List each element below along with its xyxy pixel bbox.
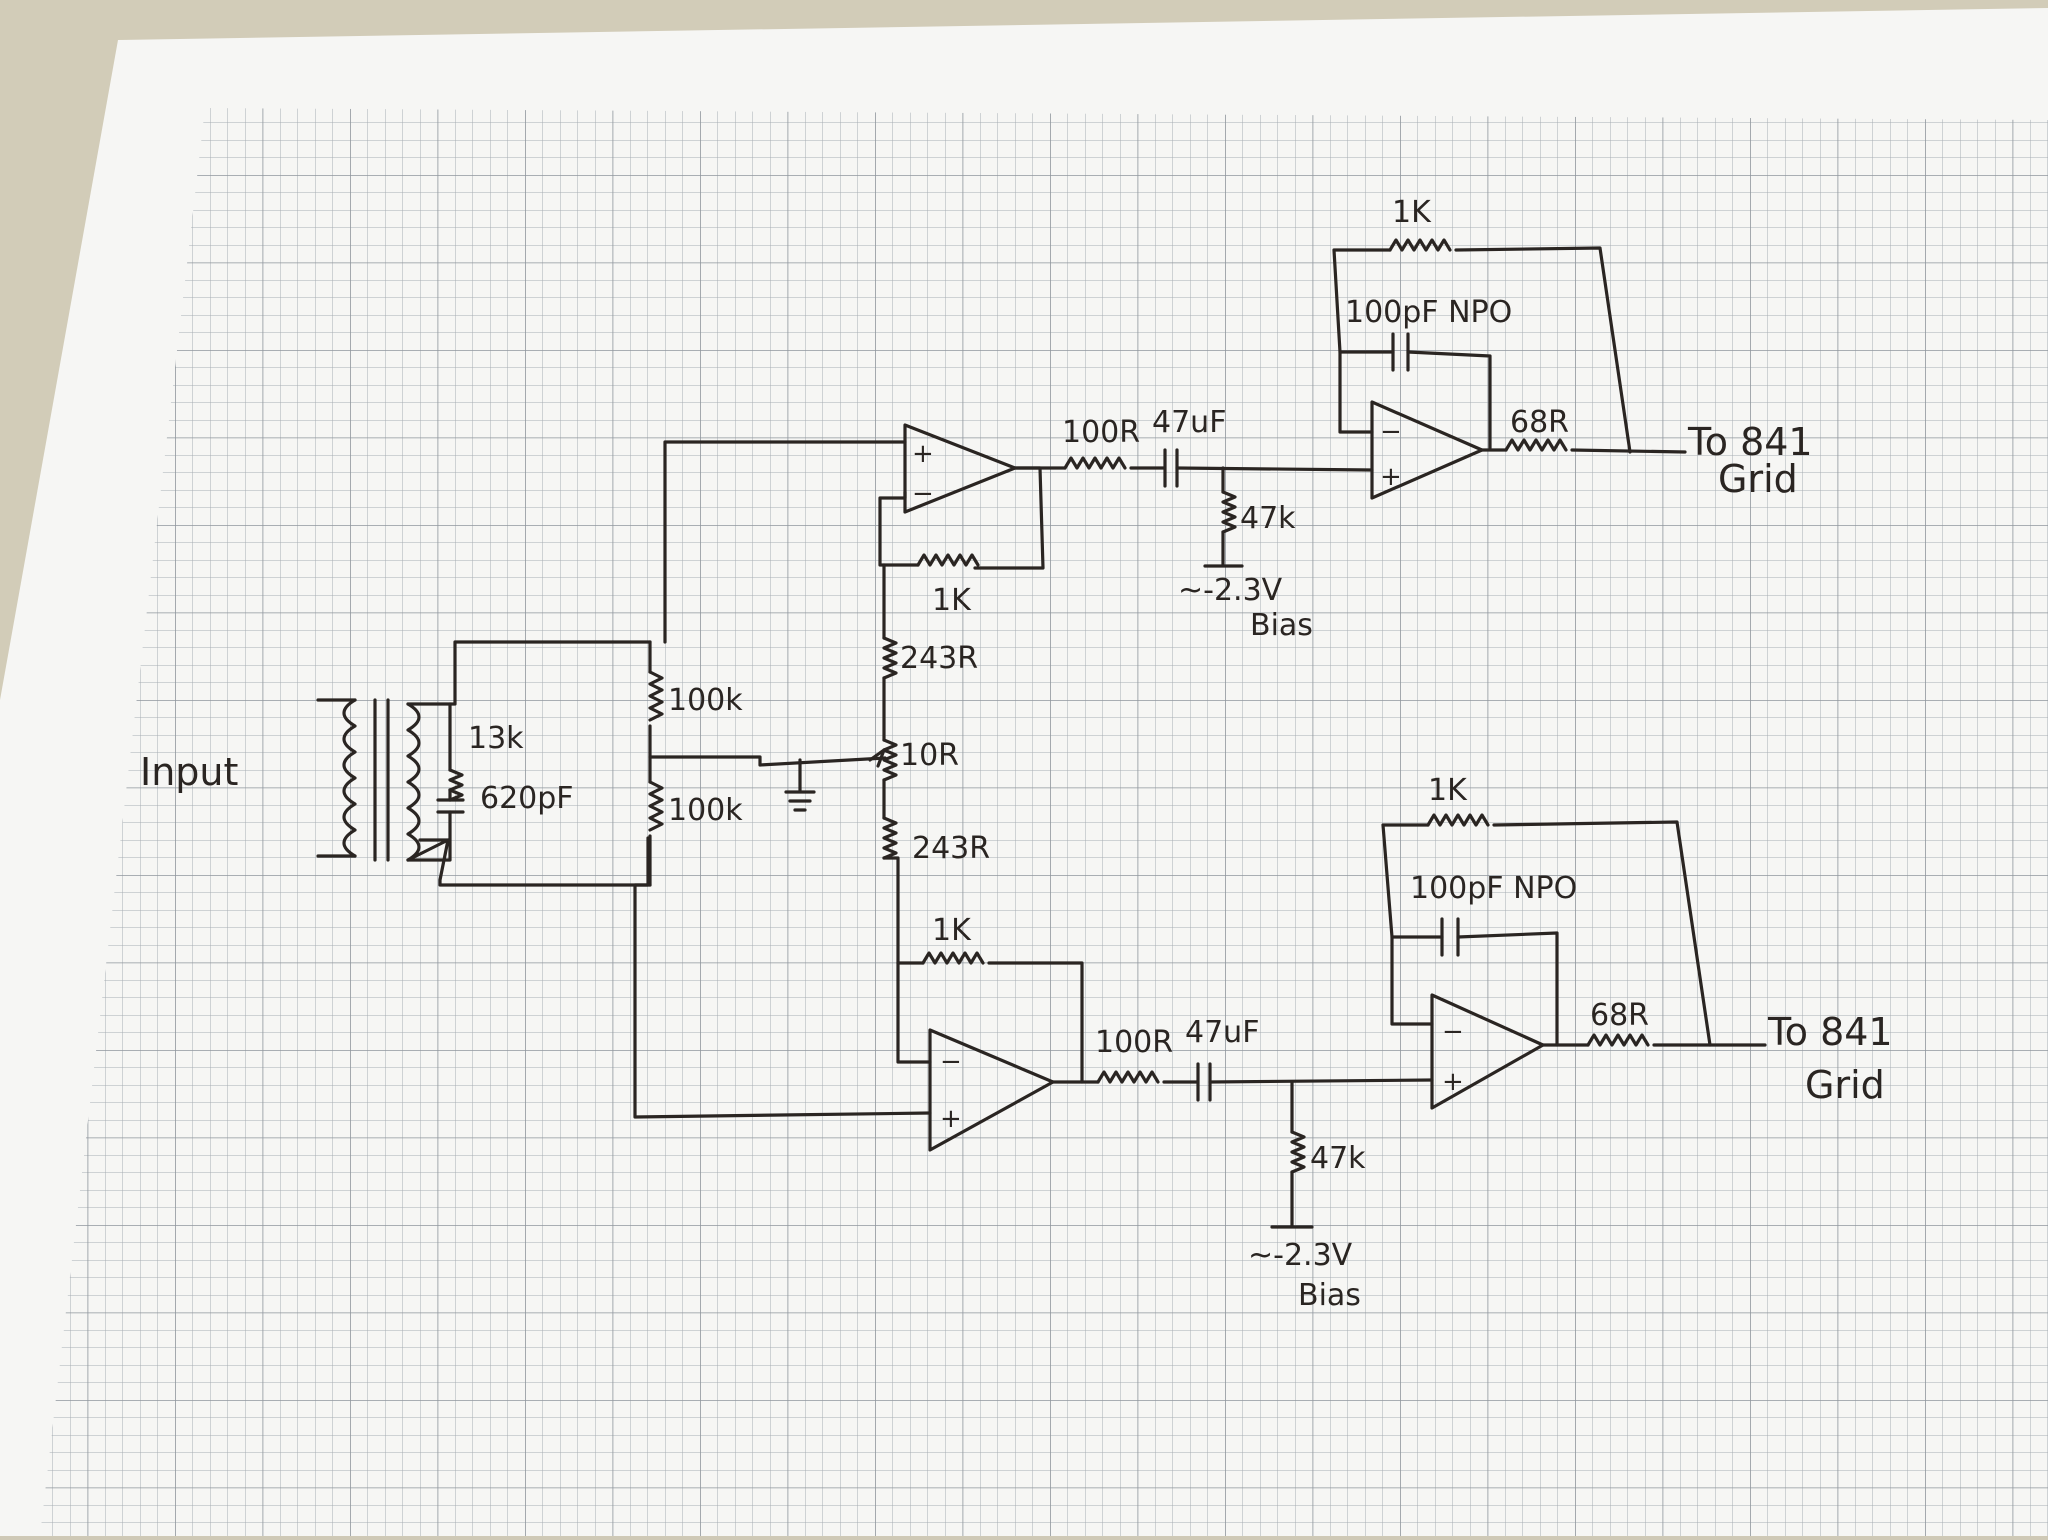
wire-secondary-bottom — [406, 836, 650, 887]
wire-output-top — [1570, 448, 1687, 454]
resistor-100r-bottom — [1096, 1070, 1160, 1084]
label-47k-top: 47k — [1240, 501, 1296, 536]
label-1k-buf-top: 1K — [1392, 195, 1432, 230]
input-transformer — [316, 698, 421, 862]
wire-divider-mid — [648, 755, 887, 767]
resistor-100r-top — [1063, 456, 1127, 470]
resistor-13k — [448, 768, 464, 802]
opamp-bottom-driver-minus: − — [940, 1047, 962, 1077]
resistor-1k-fb-top — [916, 553, 980, 567]
opamp-top-driver-plus: + — [912, 439, 934, 469]
label-100k-bottom: 100k — [668, 793, 743, 828]
opamp-top-buffer-plus: + — [1380, 462, 1402, 492]
label-input: Input — [140, 750, 238, 794]
resistor-68r-top — [1504, 438, 1568, 452]
resistor-1k-fb-bottom — [921, 951, 985, 965]
label-47uf-top: 47uF — [1152, 405, 1226, 440]
label-1k-fb-top: 1K — [932, 583, 972, 618]
opamp-top-driver — [903, 423, 1017, 514]
potentiometer-10r — [882, 738, 898, 782]
ground-symbol — [784, 758, 816, 812]
opamp-bottom-buffer-plus: + — [1442, 1067, 1464, 1097]
resistor-243r-top — [882, 636, 898, 680]
resistor-100k-bottom — [648, 780, 664, 832]
label-bias-voltage-top: ~-2.3V — [1178, 573, 1283, 608]
label-output-top-1: To 841 — [1687, 420, 1813, 464]
label-1k-buf-bottom: 1K — [1428, 773, 1468, 808]
label-bias-voltage-bottom: ~-2.3V — [1248, 1238, 1353, 1273]
label-1k-fb-bottom: 1K — [932, 913, 972, 948]
label-bias-bottom: Bias — [1298, 1278, 1361, 1313]
resistor-100k-top — [648, 670, 664, 722]
resistor-47k-bottom — [1290, 1130, 1306, 1174]
label-output-top-2: Grid — [1718, 457, 1798, 501]
resistor-1k-buf-bottom — [1426, 813, 1490, 827]
wire-rail-top — [663, 440, 907, 644]
graph-paper-grid — [40, 108, 2048, 1536]
label-47uf-bottom: 47uF — [1185, 1015, 1259, 1050]
label-10r: 10R — [900, 738, 959, 773]
label-output-bottom-2: Grid — [1805, 1063, 1885, 1107]
label-output-bottom-1: To 841 — [1767, 1010, 1893, 1054]
wire-rail-bottom — [633, 883, 932, 1119]
opamp-bottom-buffer — [1430, 993, 1545, 1110]
opamp-top-buffer — [1370, 400, 1484, 500]
label-620pf: 620pF — [480, 781, 574, 816]
label-100pf-top: 100pF NPO — [1345, 295, 1512, 330]
resistor-47k-top — [1221, 490, 1237, 534]
resistor-68r-bottom — [1586, 1033, 1650, 1047]
opamp-top-driver-minus: − — [912, 479, 934, 509]
opamp-bottom-buffer-minus: − — [1442, 1017, 1464, 1047]
resistor-1k-buf-top — [1388, 238, 1452, 252]
label-bias-top: Bias — [1250, 608, 1313, 643]
label-68r-bottom: 68R — [1590, 998, 1649, 1033]
label-100k-top: 100k — [668, 683, 743, 718]
label-100r-bottom: 100R — [1095, 1025, 1173, 1060]
opamp-bottom-driver-plus: + — [940, 1104, 962, 1134]
label-243r-top: 243R — [900, 641, 978, 676]
label-68r-top: 68R — [1510, 405, 1569, 440]
label-13k: 13k — [468, 721, 524, 756]
label-47k-bottom: 47k — [1310, 1141, 1366, 1176]
label-100pf-bottom: 100pF NPO — [1410, 871, 1577, 906]
resistor-243r-bottom — [882, 816, 898, 860]
wire-secondary-top — [406, 640, 652, 706]
opamp-top-buffer-minus: − — [1380, 417, 1402, 447]
label-100r-top: 100R — [1062, 415, 1140, 450]
label-243r-bottom: 243R — [912, 831, 990, 866]
opamp-bottom-driver — [928, 1028, 1055, 1152]
